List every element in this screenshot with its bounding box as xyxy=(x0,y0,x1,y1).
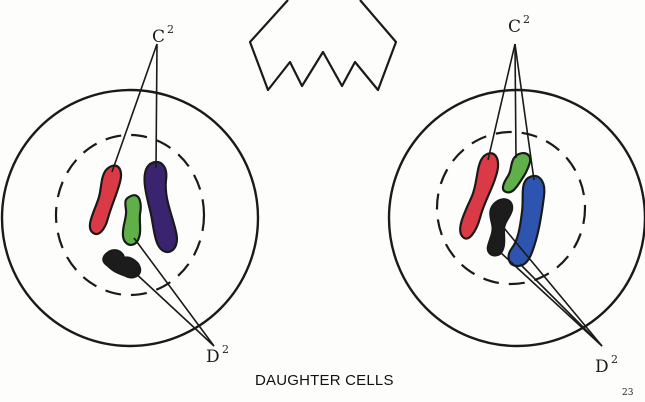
page-number: 23 xyxy=(622,388,633,398)
left-d-superscript: 2 xyxy=(222,343,229,356)
left-d-label: D xyxy=(206,347,220,367)
left-c-pointer-red xyxy=(112,44,157,172)
left-red-chromosome xyxy=(90,166,121,235)
right-d-superscript: 2 xyxy=(611,353,618,366)
right-black-chromosome xyxy=(488,199,513,255)
right-c-label: C xyxy=(508,17,521,37)
left-daughter-cell: C 2 D 2 xyxy=(2,23,258,367)
left-c-pointer-purple xyxy=(156,44,157,168)
right-c-superscript: 2 xyxy=(523,13,530,26)
right-cell-membrane xyxy=(389,90,645,346)
right-daughter-cell: C 2 D 2 xyxy=(389,13,645,377)
right-d-pointer-black-1 xyxy=(504,228,602,346)
right-c-pointer-green xyxy=(515,44,516,158)
split-arrow-icon xyxy=(250,0,396,90)
right-d-label: D xyxy=(595,357,609,377)
daughter-cells-caption: DAUGHTER CELLS xyxy=(255,372,394,389)
right-d-pointer-black-2 xyxy=(500,252,602,346)
left-d-pointer-black xyxy=(132,270,214,346)
left-c-label: C xyxy=(152,27,165,47)
left-purple-chromosome xyxy=(145,162,177,252)
left-green-chromosome xyxy=(123,195,141,245)
left-c-superscript: 2 xyxy=(167,23,174,36)
right-d-pointer-blue xyxy=(520,264,602,346)
right-c-pointer-red xyxy=(488,44,515,160)
